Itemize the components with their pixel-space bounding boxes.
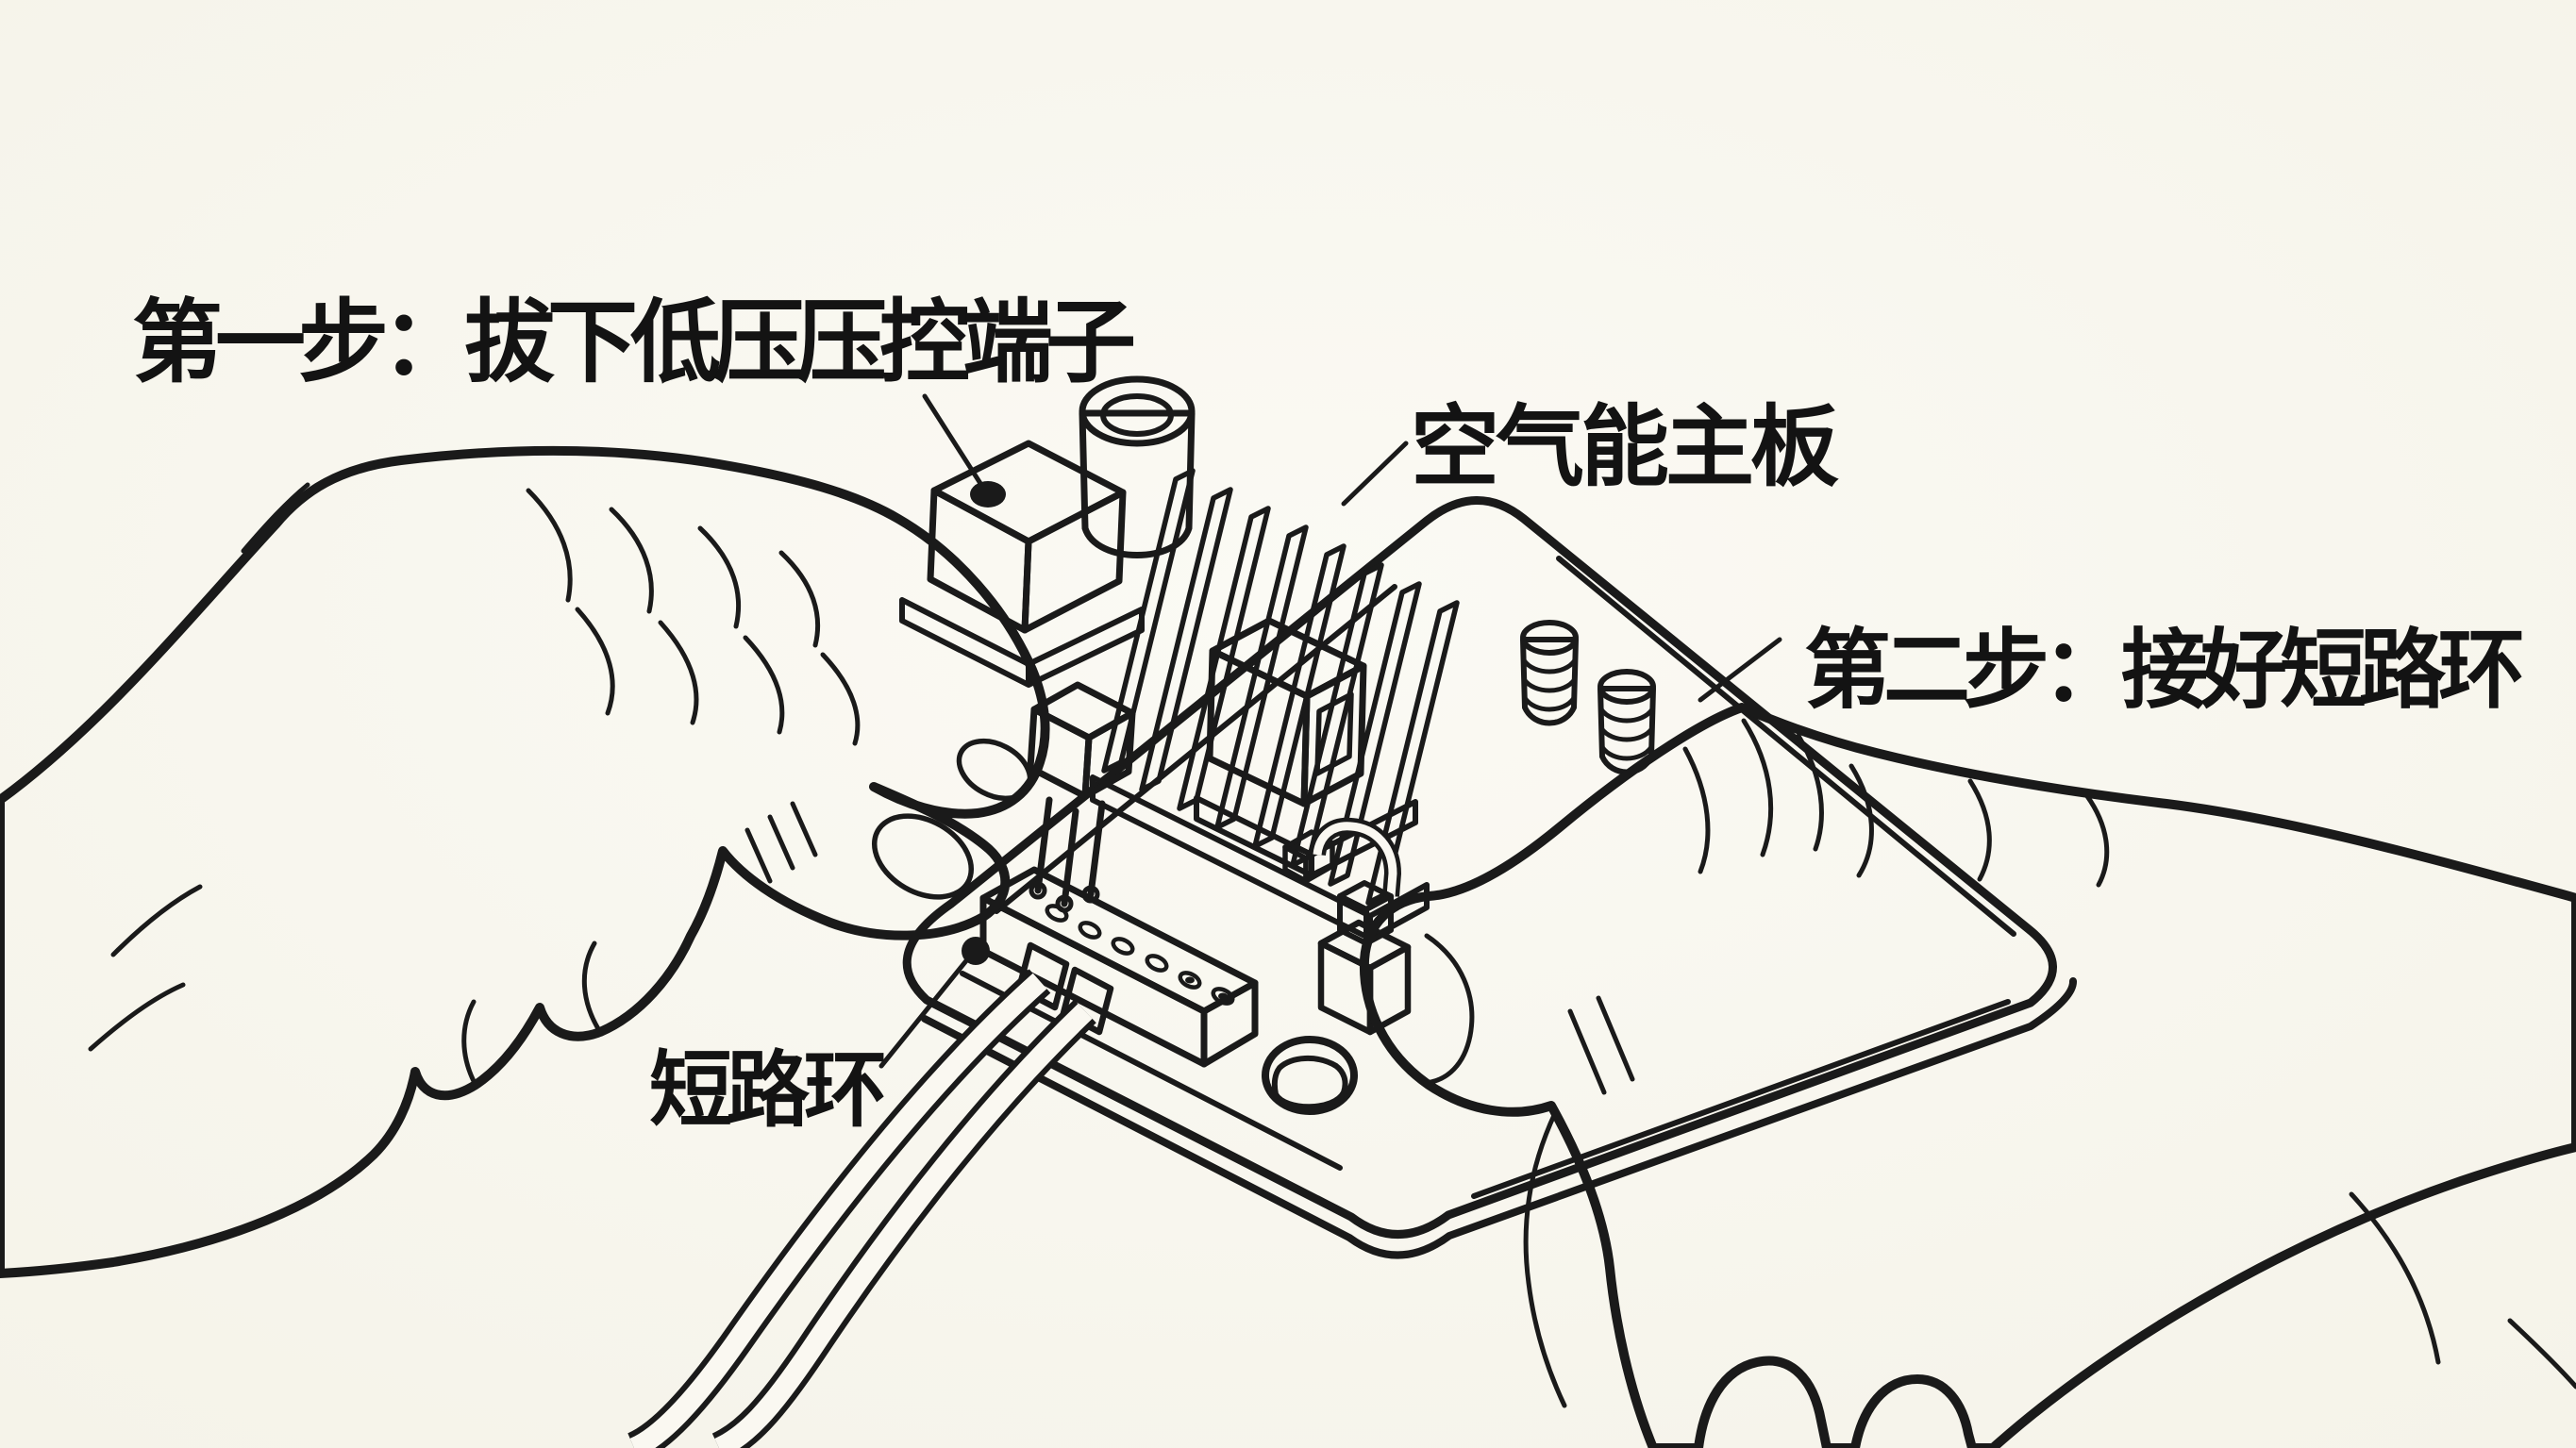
main-board [902, 496, 2077, 1259]
leader-step2 [1698, 637, 1782, 703]
pulled-connector [1027, 681, 1136, 913]
wires [627, 969, 1096, 1448]
label-step1: 第一步：拔下低压压控端子 [132, 292, 1133, 393]
short-ring-dot-marker [962, 937, 990, 965]
inductor-coils [1520, 620, 1656, 775]
left-hand-creases [88, 482, 861, 1088]
left-hand [0, 445, 1050, 1278]
label-short-ring: 短路环 [649, 1043, 884, 1137]
terminal-dot-marker [970, 481, 1006, 508]
right-hand [1359, 703, 2576, 1448]
mounting-hole [1262, 1036, 1358, 1115]
leader-lines [878, 393, 1782, 1069]
labels: 第一步：拔下低压压控端子 空气能主板 第二步：接好短路环 短路环 [132, 292, 2530, 1137]
leader-short-ring [878, 956, 971, 1069]
short-circuit-ring [1282, 817, 1412, 1036]
leader-step1 [922, 393, 984, 488]
pin-header [979, 866, 1259, 1068]
thumbnail [871, 813, 975, 900]
label-step2: 第二步：接好短路环 [1804, 623, 2522, 719]
capacitor [1079, 375, 1196, 558]
wire-lugs [1015, 941, 1114, 1036]
index-fingernail [956, 738, 1033, 802]
leader-board [1341, 441, 1409, 507]
right-hand-creases [1422, 718, 2576, 1408]
label-board: 空气能主板 [1411, 397, 1839, 496]
